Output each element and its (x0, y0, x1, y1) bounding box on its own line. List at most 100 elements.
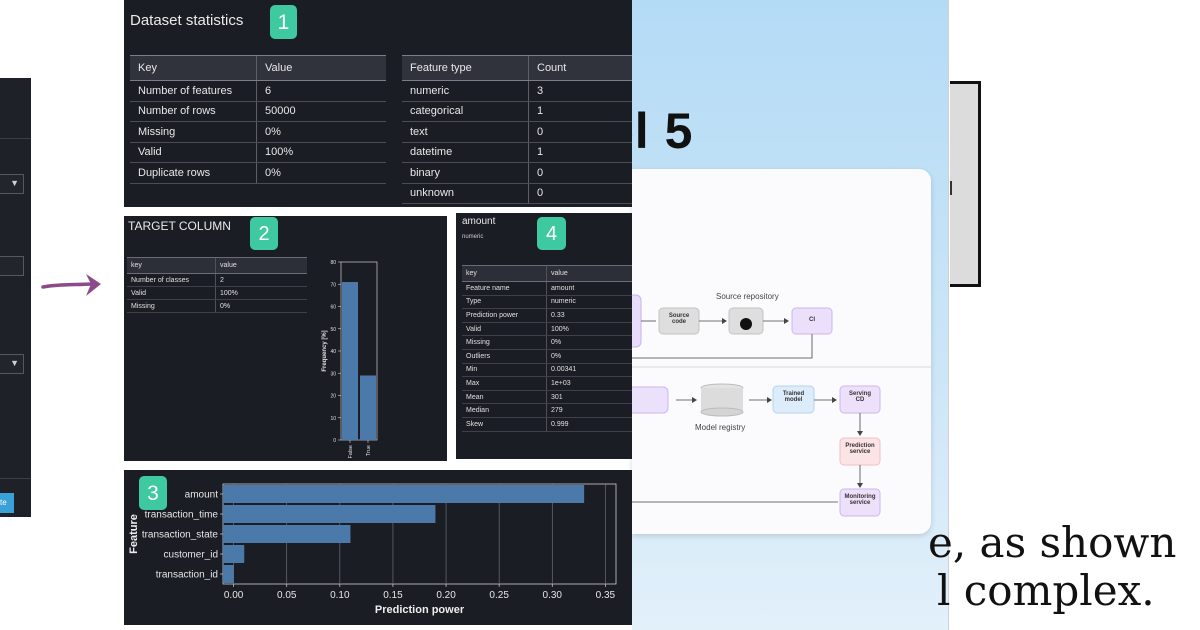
dropdown-1[interactable]: ▼ (0, 174, 24, 194)
strip-divider (0, 478, 31, 479)
dropdown-2[interactable]: ▼ (0, 354, 24, 374)
x-tick-label: 0.25 (489, 590, 509, 601)
type-header-feature-type: Feature type (402, 55, 529, 81)
cell: text (402, 121, 529, 143)
cell: 3 (528, 80, 632, 102)
cell: Valid (127, 286, 216, 300)
cell: Number of classes (127, 273, 216, 287)
cell: 1 (528, 101, 632, 122)
create-button[interactable]: te (0, 493, 14, 513)
bar-customer-id (223, 545, 245, 563)
amount-header-value: value (546, 265, 632, 282)
cell: Valid (462, 322, 547, 337)
framed-image (950, 81, 981, 287)
cell: Number of features (130, 80, 257, 102)
step-badge-2: 2 (250, 217, 278, 250)
cell: 0 (528, 121, 632, 143)
y-tick-label: transaction_time (145, 510, 219, 521)
cell: 100% (256, 142, 386, 163)
y-tick-label: 0 (333, 438, 336, 444)
cell: Outliers (462, 349, 547, 364)
cell: Duplicate rows (130, 162, 257, 184)
panel-title: Dataset statistics (130, 12, 244, 29)
step-badge-3: 3 (139, 476, 167, 510)
strip-divider (0, 138, 31, 139)
cell: Median (462, 403, 547, 418)
stats-header-value: Value (256, 55, 386, 81)
model-registry-label: Model registry (695, 423, 746, 432)
monitoring-service-node-label: Monitoring service (844, 494, 876, 506)
cell: Missing (130, 121, 257, 143)
cell: Feature name (462, 281, 547, 296)
cell: 0% (256, 121, 386, 143)
y-tick-label: 20 (330, 394, 336, 400)
text-input[interactable] (0, 256, 24, 276)
body-text-line-1: e, as shown (928, 518, 1177, 567)
cell: unknown (402, 183, 529, 204)
y-tick-label: 40 (330, 349, 336, 355)
cell: 279 (546, 403, 632, 418)
serving-cd-node-label: Serving CD (848, 391, 871, 403)
bar-false (342, 282, 358, 440)
chevron-down-icon: ▼ (10, 358, 19, 368)
cell: Type (462, 295, 547, 310)
x-tick-label: True (366, 445, 372, 456)
cell: Number of rows (130, 101, 257, 122)
cell: 50000 (256, 101, 386, 122)
left-sidebar-strip: ▼ ▼ te (0, 78, 31, 517)
cell: 6 (256, 80, 386, 102)
x-tick-label: 0.10 (330, 590, 350, 601)
x-tick-label: False (348, 445, 354, 458)
y-tick-label: 50 (330, 327, 336, 333)
step-badge-4: 4 (537, 217, 566, 250)
cell: Prediction power (462, 308, 547, 323)
cell: 1 (528, 142, 632, 163)
cell: datetime (402, 142, 529, 163)
cell: numeric (546, 295, 632, 310)
y-tick-label: customer_id (164, 550, 218, 561)
cell: 0 (528, 162, 632, 184)
x-tick-label: 0.15 (383, 590, 403, 601)
dataset-statistics-panel: Dataset statistics 1 Key Value Number of… (124, 0, 632, 207)
target-header-key: key (127, 257, 216, 274)
x-tick-label: 0.30 (543, 590, 563, 601)
cell: 0.00341 (546, 363, 632, 378)
cell: 0% (256, 162, 386, 184)
vertical-divider (948, 0, 949, 630)
cell: Min (462, 363, 547, 378)
prediction-service-node-label: Prediction service (845, 443, 875, 455)
arrow-right-icon (41, 274, 101, 296)
cell: 0.33 (546, 308, 632, 323)
x-tick-label: 0.00 (224, 590, 244, 601)
cell: 0% (215, 299, 307, 313)
cell: Mean (462, 390, 547, 405)
cell: 301 (546, 390, 632, 405)
cell: Skew (462, 417, 547, 432)
cell: 0% (546, 335, 632, 350)
feature-title: amount (462, 216, 496, 227)
create-button-label: te (0, 498, 7, 507)
source-code-node-label: Source code (668, 313, 690, 325)
